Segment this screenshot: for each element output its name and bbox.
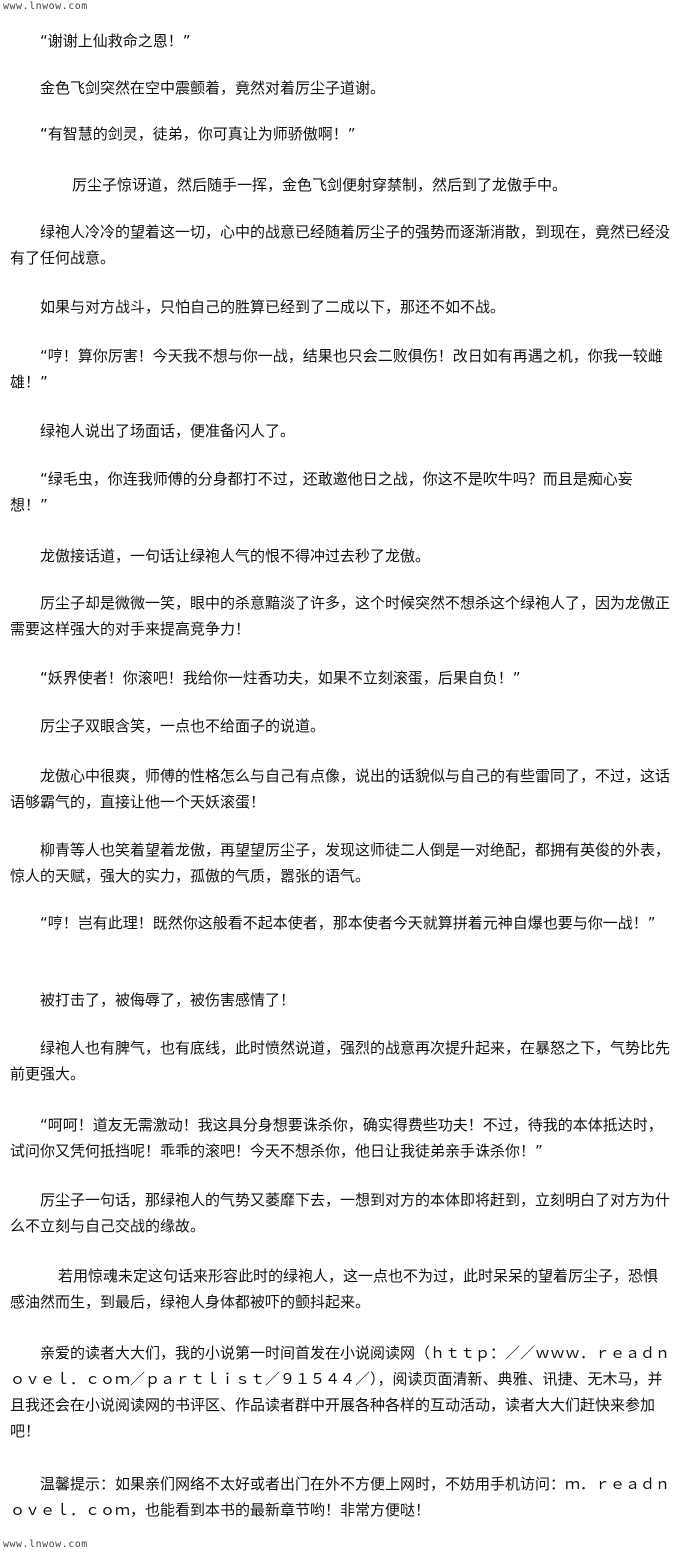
paragraph: 龙傲接话道，一句话让绿袍人气的恨不得冲过去秒了龙傲。 (40, 547, 431, 565)
paragraph: 金色飞剑突然在空中震颤着，竟然对着厉尘子道谢。 (40, 79, 386, 97)
paragraph: 被打击了，被侮辱了，被伤害感情了！ (40, 991, 296, 1009)
paragraph: “妖界使者！你滚吧！我给你一炷香功夫，如果不立刻滚蛋，后果自负！” (40, 669, 521, 687)
paragraph: “哼！岂有此理！既然你这般看不起本使者，那本使者今天就算拼着元神自爆也要与你一战… (40, 914, 656, 932)
paragraph: 绿袍人说出了场面话，便准备闪人了。 (40, 422, 296, 440)
paragraph: 绿袍人也有脾气，也有底线，此时愤然说道，强烈的战意再次提升起来，在暴怒之下，气势… (10, 1039, 671, 1083)
paragraph: 厉尘子却是微微一笑，眼中的杀意黯淡了许多，这个时候突然不想杀这个绿袍人了，因为龙… (10, 594, 671, 638)
watermark-bottom: www.lnwow.com (3, 1539, 88, 1550)
paragraph: 如果与对方战斗，只怕自己的胜算已经到了二成以下，那还不如不战。 (40, 298, 506, 316)
paragraph: 若用惊魂未定这句话来形容此时的绿袍人，这一点也不为过，此时呆呆的望着厉尘子，恐惧… (10, 1267, 659, 1311)
paragraph: “呵呵！道友无需激动！我这具分身想要诛杀你，确实得费些功夫！不过，待我的本体抵达… (10, 1116, 663, 1160)
paragraph: 厉尘子双眼含笑，一点也不给面子的说道。 (40, 717, 326, 735)
paragraph: 厉尘子一句话，那绿袍人的气势又萎靡下去，一想到对方的本体即将赶到，立刻明白了对方… (10, 1191, 671, 1235)
paragraph: 绿袍人冷冷的望着这一切，心中的战意已经随着厉尘子的强势而逐渐消散，到现在，竟然已… (10, 223, 671, 267)
paragraph: “绿毛虫，你连我师傅的分身都打不过，还敢邀他日之战，你这不是吹牛吗？而且是痴心妄… (10, 470, 633, 514)
paragraph: “谢谢上仙救命之恩！” (40, 32, 191, 50)
paragraph: 柳青等人也笑着望着龙傲，再望望厉尘子，发现这师徒二人倒是一对绝配，都拥有英俊的外… (10, 841, 671, 885)
paragraph: 厉尘子惊讶道，然后随手一挥，金色飞剑便射穿禁制，然后到了龙傲手中。 (72, 176, 568, 194)
paragraph: “有智慧的剑灵，徒弟，你可真让为师骄傲啊！” (40, 125, 356, 143)
paragraph: “哼！算你厉害！今天我不想与你一战，结果也只会二败俱伤！改日如有再遇之机，你我一… (10, 347, 663, 391)
paragraph: 温馨提示：如果亲们网络不太好或者出门在外不方便上网时，不妨用手机访问：ｍ．ｒｅａ… (10, 1475, 671, 1519)
paragraph: 龙傲心中很爽，师傅的性格怎么与自己有点像，说出的话貌似与自己的有些雷同了，不过，… (10, 767, 671, 811)
watermark-top: www.lnwow.com (3, 1, 88, 12)
paragraph: 亲爱的读者大大们，我的小说第一时间首发在小说阅读网（ｈｔｔｐ：／／ｗｗｗ．ｒｅａ… (10, 1344, 671, 1440)
